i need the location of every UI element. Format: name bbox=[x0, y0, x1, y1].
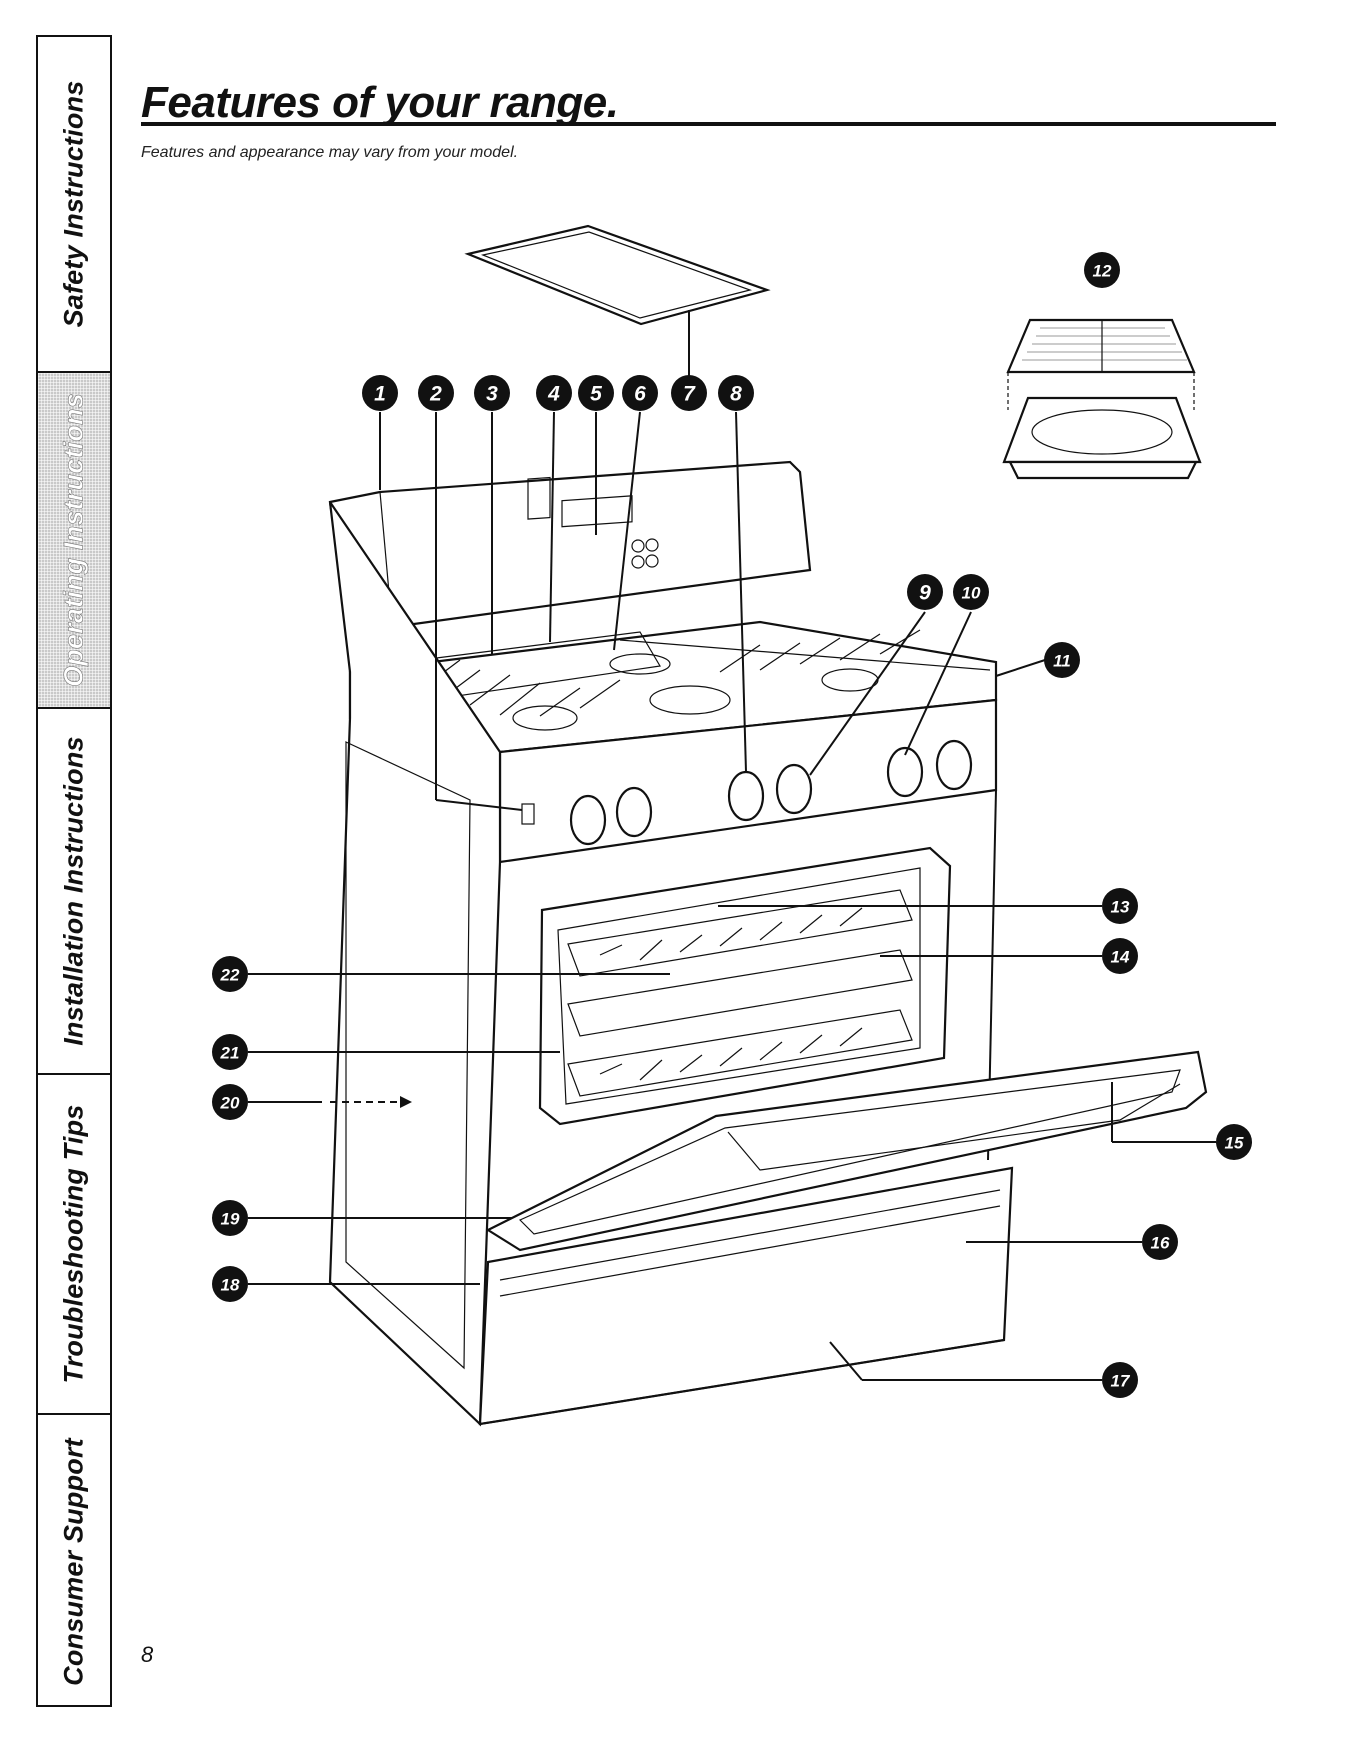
callout-19: 19 bbox=[212, 1200, 248, 1236]
page-number: 8 bbox=[141, 1642, 153, 1668]
callout-number: 8 bbox=[730, 383, 742, 406]
callout-2: 2 bbox=[418, 375, 454, 411]
callout-number: 9 bbox=[919, 582, 931, 605]
callout-9: 9 bbox=[907, 574, 943, 610]
callout-8: 8 bbox=[718, 375, 754, 411]
callout-number: 12 bbox=[1093, 262, 1112, 281]
callout-number: 3 bbox=[486, 383, 498, 406]
callout-7: 7 bbox=[671, 375, 707, 411]
callout-number: 15 bbox=[1225, 1134, 1244, 1153]
callout-number: 7 bbox=[683, 383, 696, 406]
callout-number: 1 bbox=[374, 383, 386, 406]
range-drawing bbox=[330, 226, 1206, 1424]
callout-11: 11 bbox=[1044, 642, 1080, 678]
callout-number: 17 bbox=[1111, 1372, 1131, 1391]
callout-number: 10 bbox=[962, 584, 981, 603]
callout-16: 16 bbox=[1142, 1224, 1178, 1260]
callout-6: 6 bbox=[622, 375, 658, 411]
callout-20: 20 bbox=[212, 1084, 248, 1120]
callout-number: 2 bbox=[429, 383, 442, 406]
callout-13: 13 bbox=[1102, 888, 1138, 924]
callout-4: 4 bbox=[536, 375, 572, 411]
callout-3: 3 bbox=[474, 375, 510, 411]
callout-number: 16 bbox=[1151, 1234, 1170, 1253]
callout-number: 6 bbox=[634, 383, 646, 406]
callout-number: 18 bbox=[221, 1276, 240, 1295]
callout-22: 22 bbox=[212, 956, 248, 992]
callout-15: 15 bbox=[1216, 1124, 1252, 1160]
callout-number: 21 bbox=[220, 1044, 240, 1063]
callout-10: 10 bbox=[953, 574, 989, 610]
callout-number: 14 bbox=[1111, 948, 1130, 967]
callout-number: 20 bbox=[220, 1094, 240, 1113]
callout-21: 21 bbox=[212, 1034, 248, 1070]
callout-number: 5 bbox=[590, 383, 602, 406]
callout-17: 17 bbox=[1102, 1362, 1138, 1398]
callout-number: 4 bbox=[547, 383, 560, 406]
callout-14: 14 bbox=[1102, 938, 1138, 974]
callout-5: 5 bbox=[578, 375, 614, 411]
callout-1: 1 bbox=[362, 375, 398, 411]
callout-number: 22 bbox=[220, 966, 240, 985]
callout-number: 13 bbox=[1111, 898, 1130, 917]
callout-12: 12 bbox=[1084, 252, 1120, 288]
callout-number: 19 bbox=[221, 1210, 240, 1229]
callout-18: 18 bbox=[212, 1266, 248, 1302]
callout-number: 11 bbox=[1053, 652, 1071, 671]
